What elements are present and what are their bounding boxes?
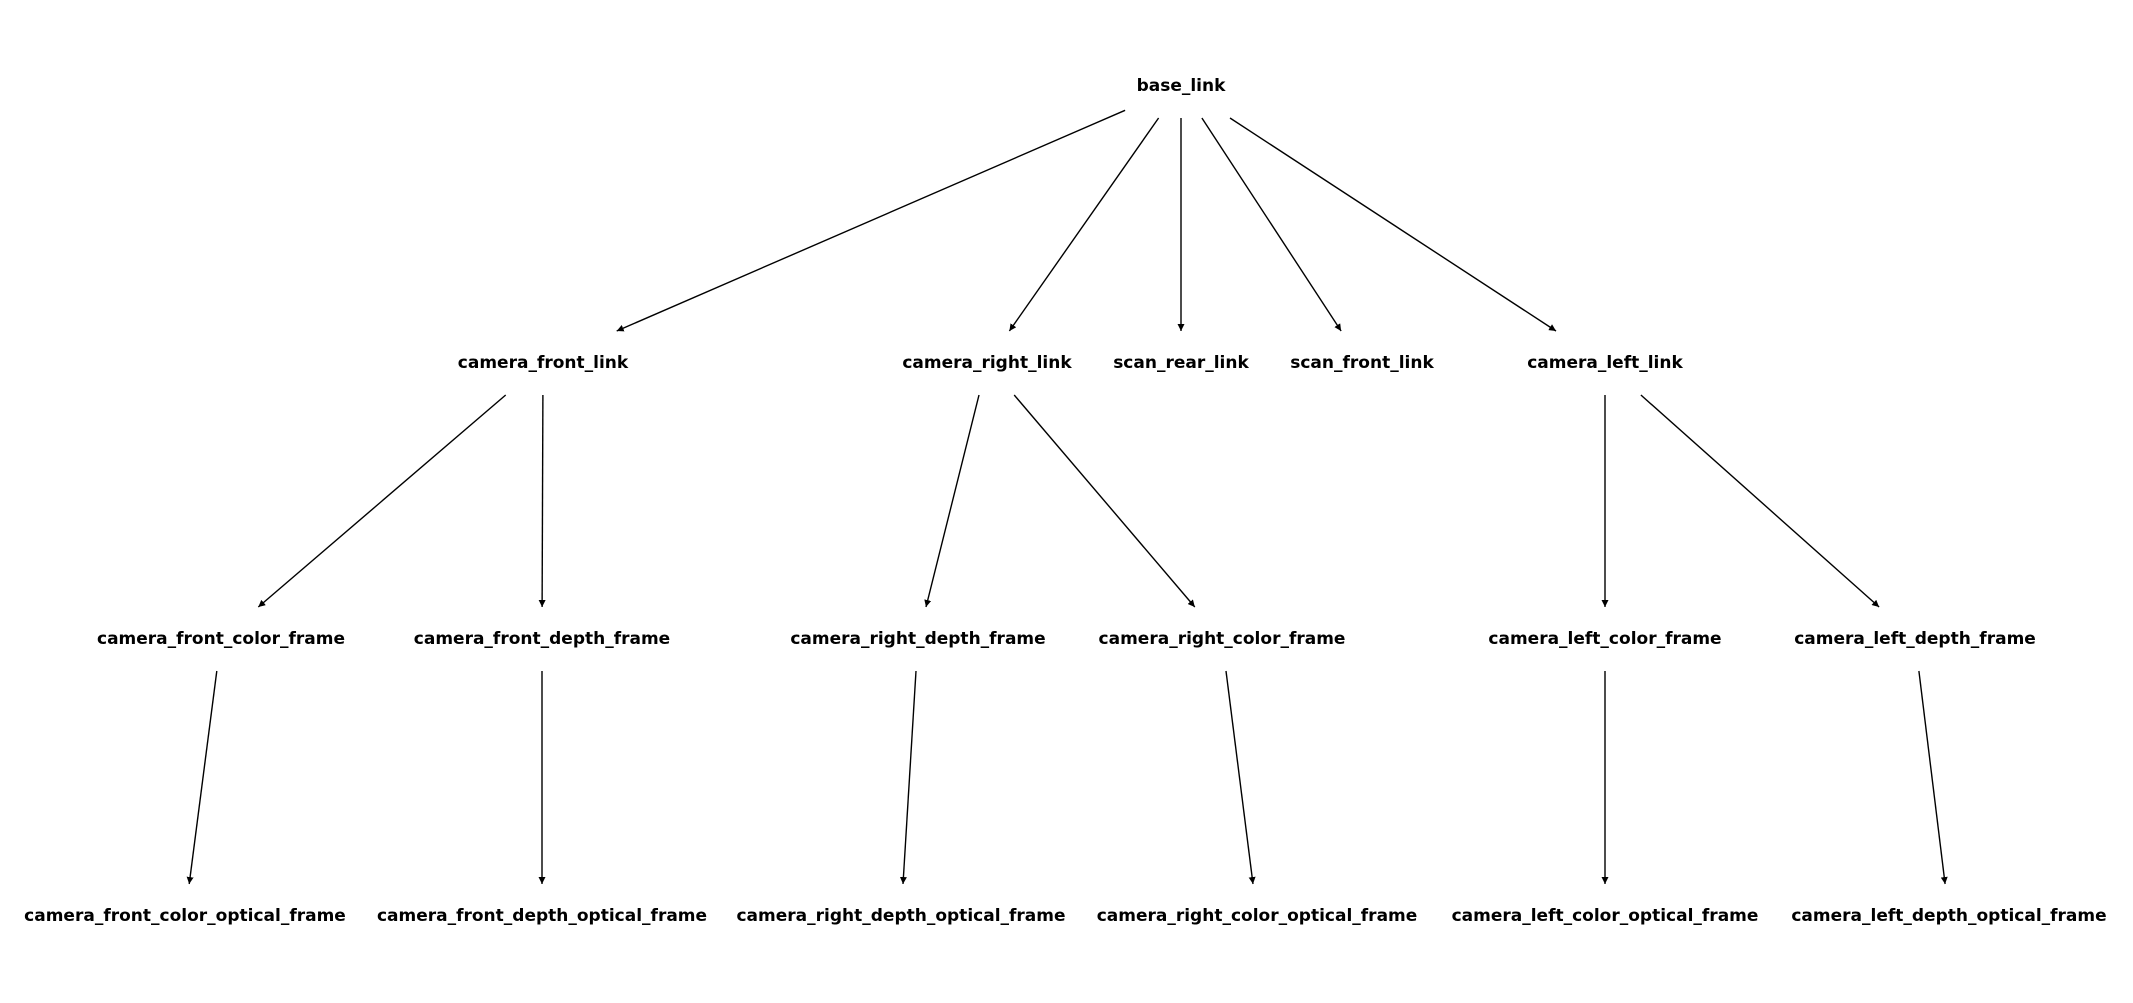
edge-base-link-to-camera-front-link: [616, 109, 1126, 332]
node-base-link: base_link: [1137, 76, 1227, 96]
node-camera-left-depth-optical-frame: camera_left_depth_optical_frame: [1791, 906, 2106, 926]
node-camera-front-color-frame: camera_front_color_frame: [97, 629, 345, 649]
node-camera-right-depth-optical-frame: camera_right_depth_optical_frame: [736, 906, 1065, 926]
node-camera-front-link: camera_front_link: [458, 353, 629, 373]
node-camera-right-color-frame: camera_right_color_frame: [1099, 629, 1346, 649]
edge-camera-left-depth-frame-to-camera-left-depth-optical-frame: [1918, 670, 1948, 885]
node-camera-front-color-optical-frame: camera_front_color_optical_frame: [24, 906, 346, 926]
edge-camera-front-link-to-camera-front-color-frame: [257, 394, 507, 608]
node-scan-rear-link: scan_rear_link: [1113, 353, 1249, 373]
node-camera-left-link: camera_left_link: [1527, 353, 1683, 373]
edge-camera-right-depth-frame-to-camera-right-depth-optical-frame: [899, 670, 917, 885]
nodes-layer: base_link camera_front_link camera_right_l…: [24, 76, 2106, 926]
edge-camera-right-color-frame-to-camera-right-color-optical-frame: [1225, 670, 1256, 885]
node-camera-left-depth-frame: camera_left_depth_frame: [1794, 629, 2036, 649]
edges-layer: [186, 109, 1948, 885]
edge-camera-front-link-to-camera-front-depth-frame: [538, 394, 546, 608]
node-camera-front-depth-optical-frame: camera_front_depth_optical_frame: [377, 906, 707, 926]
edge-camera-front-color-frame-to-camera-front-color-optical-frame: [186, 670, 218, 885]
edge-camera-left-link-to-camera-left-depth-frame: [1640, 394, 1880, 608]
node-camera-left-color-frame: camera_left_color_frame: [1488, 629, 1721, 649]
edge-base-link-to-camera-right-link: [1008, 117, 1160, 332]
edge-base-link-to-camera-left-link: [1229, 117, 1557, 332]
node-camera-right-color-optical-frame: camera_right_color_optical_frame: [1097, 906, 1418, 926]
edge-camera-right-link-to-camera-right-color-frame: [1013, 394, 1196, 608]
node-camera-front-depth-frame: camera_front_depth_frame: [414, 629, 670, 649]
node-camera-right-link: camera_right_link: [902, 353, 1072, 373]
edge-base-link-to-scan-front-link: [1201, 117, 1342, 332]
node-scan-front-link: scan_front_link: [1290, 353, 1434, 373]
edge-camera-right-link-to-camera-right-depth-frame: [924, 394, 980, 608]
node-camera-left-color-optical-frame: camera_left_color_optical_frame: [1452, 906, 1759, 926]
node-camera-right-depth-frame: camera_right_depth_frame: [790, 629, 1045, 649]
